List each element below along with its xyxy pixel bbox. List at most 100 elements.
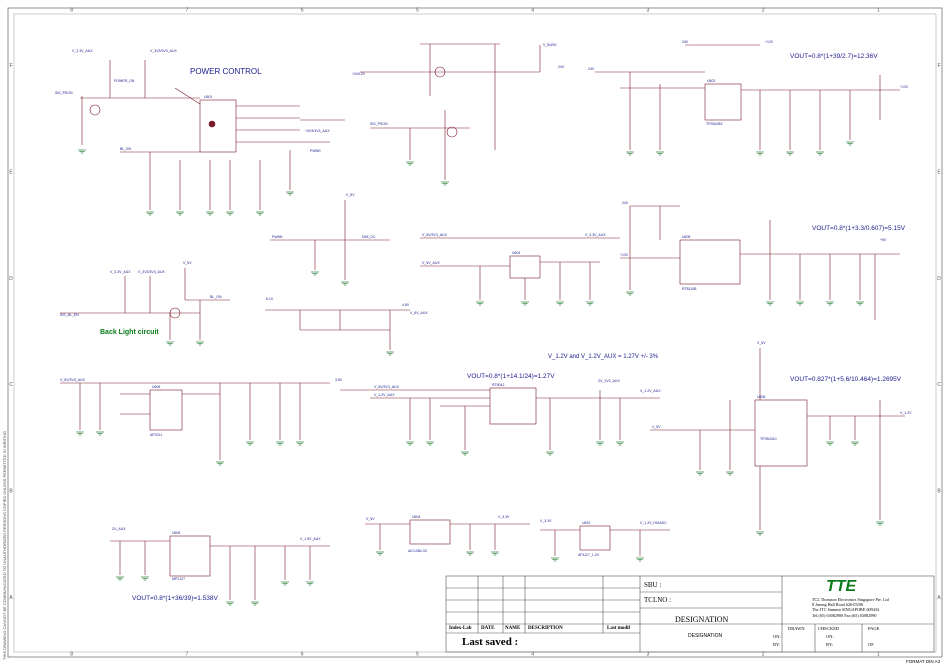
v12-tolerance-note: V_1.2V and V_1.2V_AUX = 1.27V +/- 3% [548,354,659,360]
svg-text:MP2127: MP2127 [172,577,185,581]
border-row-label: F [9,63,12,69]
border-row-label: E [937,170,941,176]
svg-text:POWER_ON: POWER_ON [114,79,135,83]
border-column-label: 8 [70,652,73,658]
ground-icon [696,471,704,476]
ground-icon [461,451,469,456]
ground-icon [311,271,319,276]
ground-icon [656,151,664,156]
col-description: DESCRIPTION [528,626,563,631]
svg-text:+3V3/3V3_AUX: +3V3/3V3_AUX [305,129,330,133]
checked-label: CHECKED [818,626,840,631]
ground-icon [406,441,414,446]
sbu-label: SBU : [644,581,662,589]
format-label: FORMAT DIN A3 [906,659,941,664]
border-column-label: 3 [646,8,649,14]
power-control-block: POWER CONTROL V_3.3V_AUX V_3V3/3V3_AUX P… [55,49,345,210]
svg-text:ZV_1V2_AUX: ZV_1V2_AUX [598,379,620,383]
svg-text:AIC1084-33: AIC1084-33 [408,549,427,553]
ground-icon [306,581,314,586]
svg-text:U604: U604 [412,515,420,519]
svg-text:V_1.2V: V_1.2V [900,411,912,415]
designation-value: DESIGNATION [688,633,723,639]
last-saved: Last saved : [462,636,519,648]
svg-text:AP1117_1.2V: AP1117_1.2V [578,553,600,557]
vout-127-label: VOUT=0.8*(1+14.1/24)=1.27V [467,373,555,380]
ground-icon [206,211,214,216]
title-block [445,575,935,653]
svg-text:6.1V: 6.1V [266,297,274,301]
tclno-label: TCLNO : [644,596,672,604]
ground-icon [546,451,554,456]
ground-icon [586,301,594,306]
svg-text:U608: U608 [757,395,765,399]
col-date: DATE [481,626,495,631]
by-label: BY: [773,642,781,647]
ground-icon [386,351,394,356]
top-middle-switch-block: +24/12V V_BUS0 24V SIS_PSON [352,43,565,180]
border-row-label: E [9,170,13,176]
border-column-label: 1 [877,8,880,14]
ground-icon [846,141,854,146]
ground-icon [296,441,304,446]
svg-text:TPS54352: TPS54352 [706,122,723,126]
vout-1538-label: VOUT=0.8*(1+36/39)=1.538V [132,595,218,602]
on2-label: ON: [826,634,834,639]
svg-text:24V: 24V [622,201,629,205]
svg-text:BL_EN: BL_EN [120,147,132,151]
svg-text:+5V: +5V [880,238,887,242]
col-index: Index-Lab [449,626,472,631]
ground-icon [341,281,349,286]
border-column-label: 8 [70,8,73,14]
ground-icon [756,151,764,156]
svg-text:24V: 24V [588,67,595,71]
svg-text:U610: U610 [582,521,590,525]
svg-text:V_5V: V_5V [346,193,355,197]
company-line: The JTC Summit SINGAPORE 609434 [812,607,880,613]
rt9042-block: VOUT=0.8*(1+14.1/24)=1.27V RT9042 V_5V/3… [340,373,661,450]
ground-icon [406,161,414,166]
svg-text:4.8V: 4.8V [402,303,410,307]
svg-text:V_3.3V_AUX: V_3.3V_AUX [72,49,93,53]
ground-icon [146,211,154,216]
svg-text:RT9042: RT9042 [492,383,504,387]
ground-icon [286,191,294,196]
svg-text:SIS_BL_EN: SIS_BL_EN [60,313,79,317]
svg-text:V_1.2V_HSIADC: V_1.2V_HSIADC [640,521,667,525]
border-row-label: D [9,276,13,282]
svg-text:ZV_AUX: ZV_AUX [112,527,126,531]
border-row-label: D [937,276,941,282]
svg-text:DIM_DC: DIM_DC [362,235,376,239]
buck-12v-block: VOUT=0.8*(1+39/2.7)=12.36V U602 TPS54352… [588,40,909,150]
ldo-bottom-block: U604 AIC1084-33 U610 AP1117_1.2V V_5V V_… [365,515,670,557]
power-control-title: POWER CONTROL [190,67,262,76]
of-label: OF [868,642,874,647]
ground-icon [281,581,289,586]
ap3211-block: V_5V/3V3_AUX U606 AP3211 3.5V [60,378,343,460]
border-row-label: A [9,595,13,601]
ground-icon [176,211,184,216]
ground-icon [491,551,499,556]
ground-icon [856,301,864,306]
svg-text:24V: 24V [558,65,565,69]
border-column-label: 7 [185,8,188,14]
ground-icon [826,441,834,446]
ground-icon [851,441,859,446]
svg-text:V_5V_AUX: V_5V_AUX [422,261,440,265]
svg-text:U609: U609 [172,531,180,535]
border-row-label: B [937,489,941,495]
ground-icon [251,601,259,606]
svg-text:24V: 24V [682,40,689,44]
dim-dc-block: PWM0 DIM_DC V_5V [270,193,390,280]
ground-icon [276,441,284,446]
ground-icon [876,521,884,526]
border-column-label: 7 [185,652,188,658]
svg-text:SIS_PSON: SIS_PSON [55,91,73,95]
border-column-label: 2 [762,652,765,658]
border-column-label: 4 [531,652,534,658]
ground-icon [116,576,124,581]
vout-5v-label: VOUT=0.8*(1+3.3/0.607)=5.15V [812,225,906,232]
svg-text:+12V: +12V [900,85,909,89]
